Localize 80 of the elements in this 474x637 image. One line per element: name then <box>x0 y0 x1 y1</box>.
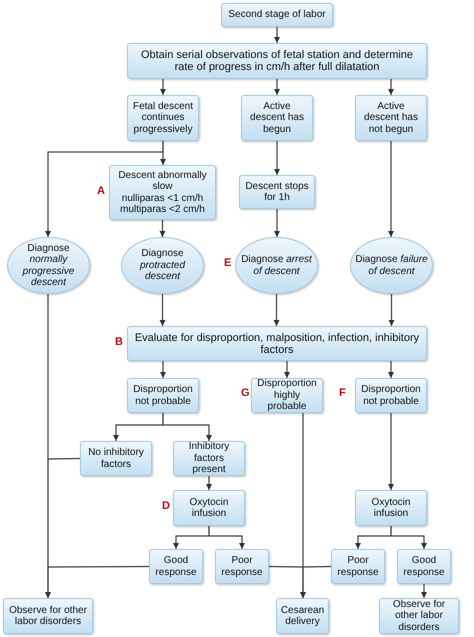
node-text: Disproportion not probable <box>132 384 194 407</box>
arrow <box>300 566 332 598</box>
process-box <box>127 326 427 361</box>
step-letter: B <box>115 336 123 348</box>
arrow <box>274 141 280 175</box>
process-box <box>173 441 245 476</box>
node-text: Evaluate for disproportion, malposition, infection, inhibitory factors <box>134 332 420 356</box>
process-box <box>331 549 385 584</box>
process-box <box>80 441 152 476</box>
node-text: Oxytocin infusion <box>188 496 230 520</box>
node-text: Disproportion not probable <box>360 384 422 407</box>
node-text: Second stage of labor <box>228 9 326 21</box>
process-box <box>276 598 329 634</box>
process-box <box>127 95 199 141</box>
node-text: nulliparas <1 cm/h multiparas <2 cm/h <box>119 192 206 216</box>
process-box <box>127 378 199 413</box>
process-box <box>379 598 459 634</box>
step-letter: A <box>97 185 105 197</box>
arrow <box>388 141 394 237</box>
arrow <box>390 526 427 549</box>
node-text: Oxytocin infusion <box>370 496 412 520</box>
arrow <box>160 79 166 95</box>
arrow <box>160 294 166 326</box>
node-text: Poor response <box>336 555 380 578</box>
node-text: Good response <box>154 555 198 578</box>
arrow <box>388 361 394 378</box>
process-box <box>355 95 427 141</box>
process-box <box>355 378 427 413</box>
node-text: Diagnose arrest of descent <box>240 254 313 277</box>
node-text: Descent stops for 1h <box>244 180 310 204</box>
arrow <box>388 294 394 326</box>
process-box <box>355 490 427 526</box>
arrow <box>274 209 280 237</box>
arrow <box>45 566 149 598</box>
arrow <box>421 584 427 598</box>
arrow <box>274 294 280 326</box>
process-box <box>149 549 203 584</box>
process-box <box>127 43 427 79</box>
arrow <box>388 413 394 490</box>
node-text: Poor response <box>220 555 264 578</box>
node-text: Active descent has begun <box>249 100 305 136</box>
arrow <box>284 361 290 378</box>
arrow <box>208 526 245 549</box>
step-letter: E <box>224 257 232 269</box>
step-letter: G <box>241 387 250 399</box>
diagnosis-ellipse <box>7 237 90 294</box>
node-text: Cesarean delivery <box>280 604 325 628</box>
node-text: Active descent has not begun <box>363 100 419 136</box>
arrow <box>388 79 394 95</box>
arrow <box>45 141 164 237</box>
diagnosis-ellipse <box>350 237 433 294</box>
arrow <box>160 220 166 237</box>
node-text: Obtain serial observations of fetal station and determine rate of progress in cm/h after full dilatation <box>140 49 414 73</box>
process-box <box>239 175 315 209</box>
arrow <box>274 79 280 95</box>
node-text: Fetal descent continues progressively <box>132 100 194 136</box>
arrow <box>162 413 212 441</box>
node-text: Disproportion highly probable <box>256 378 318 413</box>
node-text: Observe for other labor disorders <box>392 598 446 634</box>
step-letter: F <box>339 387 346 399</box>
process-box <box>173 490 245 526</box>
node-text: Good response <box>402 555 446 578</box>
process-box <box>215 549 269 584</box>
step-letter: D <box>162 500 170 512</box>
process-box <box>221 3 333 27</box>
process-box <box>109 165 216 220</box>
arrow <box>160 361 166 378</box>
node-text: Observe for other labor disorders <box>8 604 88 628</box>
arrow <box>274 27 280 43</box>
node-text: Inhibitory factors present <box>188 441 230 476</box>
node-text: Diagnose failure of descent <box>354 254 429 277</box>
node-text: Diagnose normally progressive descent <box>22 242 76 288</box>
process-box <box>241 95 313 141</box>
diagnosis-ellipse <box>235 237 318 294</box>
diagnosis-ellipse <box>121 237 204 294</box>
process-box <box>397 549 451 584</box>
arrow <box>206 476 212 490</box>
node-text: Diagnose protracted descent <box>138 248 186 283</box>
node-text: No inhibitory factors <box>87 447 145 470</box>
process-box <box>3 598 93 634</box>
